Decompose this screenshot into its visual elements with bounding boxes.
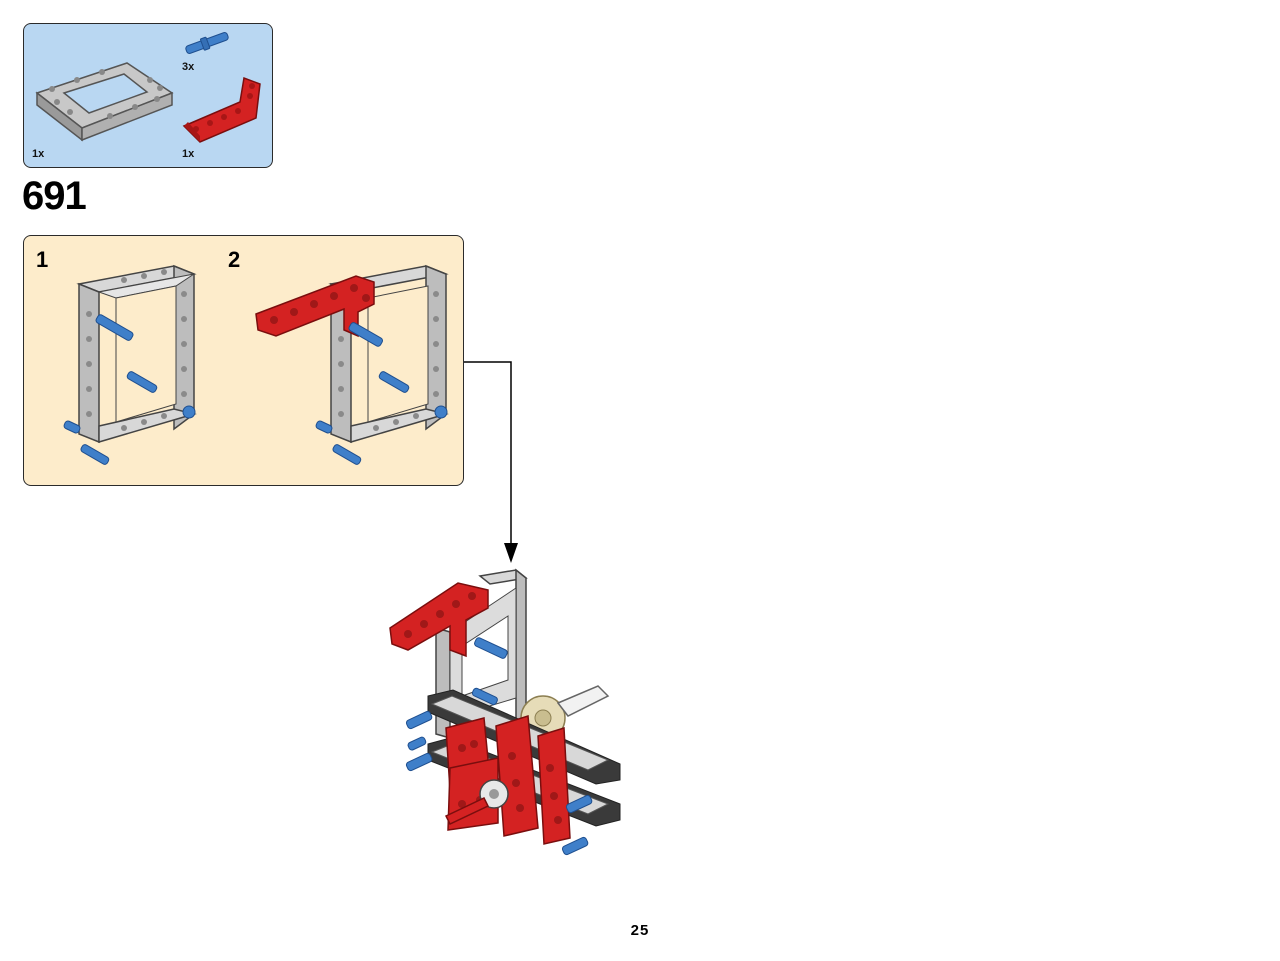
frame-part-icon [35,62,174,142]
step-number: 691 [22,174,87,218]
assembly-arrow [464,361,518,563]
substep-2-illustration [255,264,449,465]
main-assembly-illustration [389,568,621,856]
frame-qty: 1x [32,148,45,160]
substep-callout: 1 2 [23,235,464,486]
parts-list-callout: 1x 3x 1x [23,23,273,168]
substep-label-1: 1 [36,247,49,272]
substep-1-illustration [63,264,197,465]
red-bent-beam-part-icon [182,76,261,143]
pin-qty: 3x [182,61,195,73]
substep-label-2: 2 [228,247,241,272]
pin-part-icon [185,32,229,54]
red-bent-beam-qty: 1x [182,148,195,160]
page-number: 25 [630,922,650,939]
